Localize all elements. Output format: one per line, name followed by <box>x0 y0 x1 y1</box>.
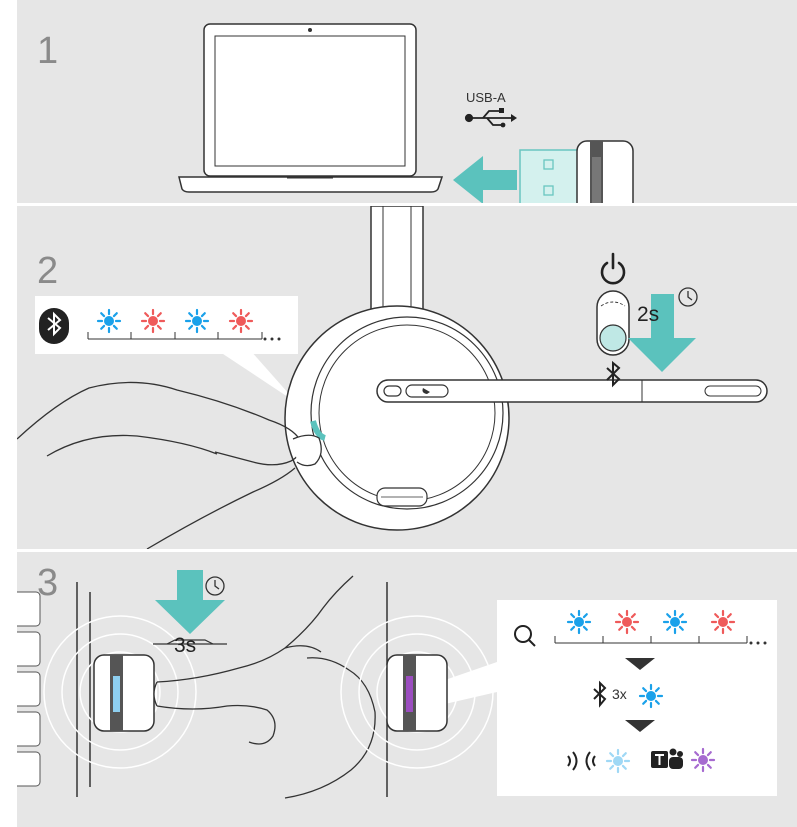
usb-symbol-icon <box>464 108 517 128</box>
callout-pointer <box>445 662 497 704</box>
led-blue-icon <box>184 308 210 334</box>
usb-dongle-left <box>93 654 155 732</box>
step-2-number: 2 <box>37 250 59 292</box>
down-triangle-icon <box>625 720 655 732</box>
call-icon <box>422 388 430 394</box>
pairing-sequence <box>514 609 767 774</box>
step-3-illustration <box>17 570 497 799</box>
led-red-icon <box>228 308 254 334</box>
step-3-panel: 3 <box>17 552 797 827</box>
pairing-callout: 3x <box>497 600 777 796</box>
insert-arrow-icon <box>453 156 517 203</box>
wireless-in-icon <box>585 751 596 771</box>
boom-microphone <box>376 379 768 403</box>
signal-rings-left <box>43 615 197 769</box>
callout-pointer <box>217 350 297 403</box>
led-red-icon <box>140 308 166 334</box>
timeline <box>554 636 748 644</box>
press-arrow-icon <box>628 294 696 372</box>
led-blue-icon <box>566 609 592 635</box>
led-blue-icon <box>96 308 122 334</box>
clock-icon <box>205 576 225 596</box>
headset-earcup <box>284 305 510 531</box>
ellipsis-dot <box>756 641 760 645</box>
led-red-icon <box>710 609 736 635</box>
led-sequence <box>39 308 281 344</box>
step-3-number: 3 <box>37 562 59 604</box>
led-light-blue-icon <box>605 748 631 774</box>
laptop-icon <box>178 23 444 193</box>
led-purple-icon <box>690 747 716 773</box>
laptop-keyboard <box>17 582 91 797</box>
hold-3s-label: 3s <box>174 634 197 657</box>
power-icon <box>600 252 626 285</box>
led-callout <box>35 296 298 354</box>
teams-icon <box>651 748 683 769</box>
step-2-panel: 2 <box>17 206 797 549</box>
down-triangle-icon <box>625 658 655 670</box>
ellipsis-dot <box>749 641 753 645</box>
ellipsis-dot <box>277 337 281 341</box>
ellipsis-dot <box>763 641 767 645</box>
usb-a-label: USB-A <box>466 90 506 105</box>
confirm-count-label: 3x <box>612 686 627 702</box>
led-blue-icon <box>662 609 688 635</box>
bluetooth-icon <box>593 680 607 708</box>
hand-illustration <box>17 381 322 549</box>
wireless-out-icon <box>567 751 578 771</box>
step-1-panel: 1 <box>17 0 797 203</box>
step-2-illustration <box>17 206 768 549</box>
step-1-number: 1 <box>37 30 59 72</box>
usb-dongle <box>519 140 634 203</box>
clock-icon <box>678 287 698 307</box>
press-arrow-icon <box>153 570 227 645</box>
bluetooth-badge-icon <box>39 308 69 344</box>
power-slider <box>596 290 630 356</box>
led-blue-icon <box>638 683 664 709</box>
hold-2s-label: 2s <box>637 303 660 326</box>
ellipsis-dot <box>270 337 274 341</box>
hand-illustration <box>153 575 376 799</box>
bluetooth-icon <box>606 360 621 388</box>
ellipsis-dot <box>263 337 267 341</box>
search-icon <box>514 625 536 647</box>
usb-dongle-right <box>386 654 448 732</box>
timeline <box>87 332 263 340</box>
step-1-illustration <box>178 23 634 203</box>
led-red-icon <box>614 609 640 635</box>
